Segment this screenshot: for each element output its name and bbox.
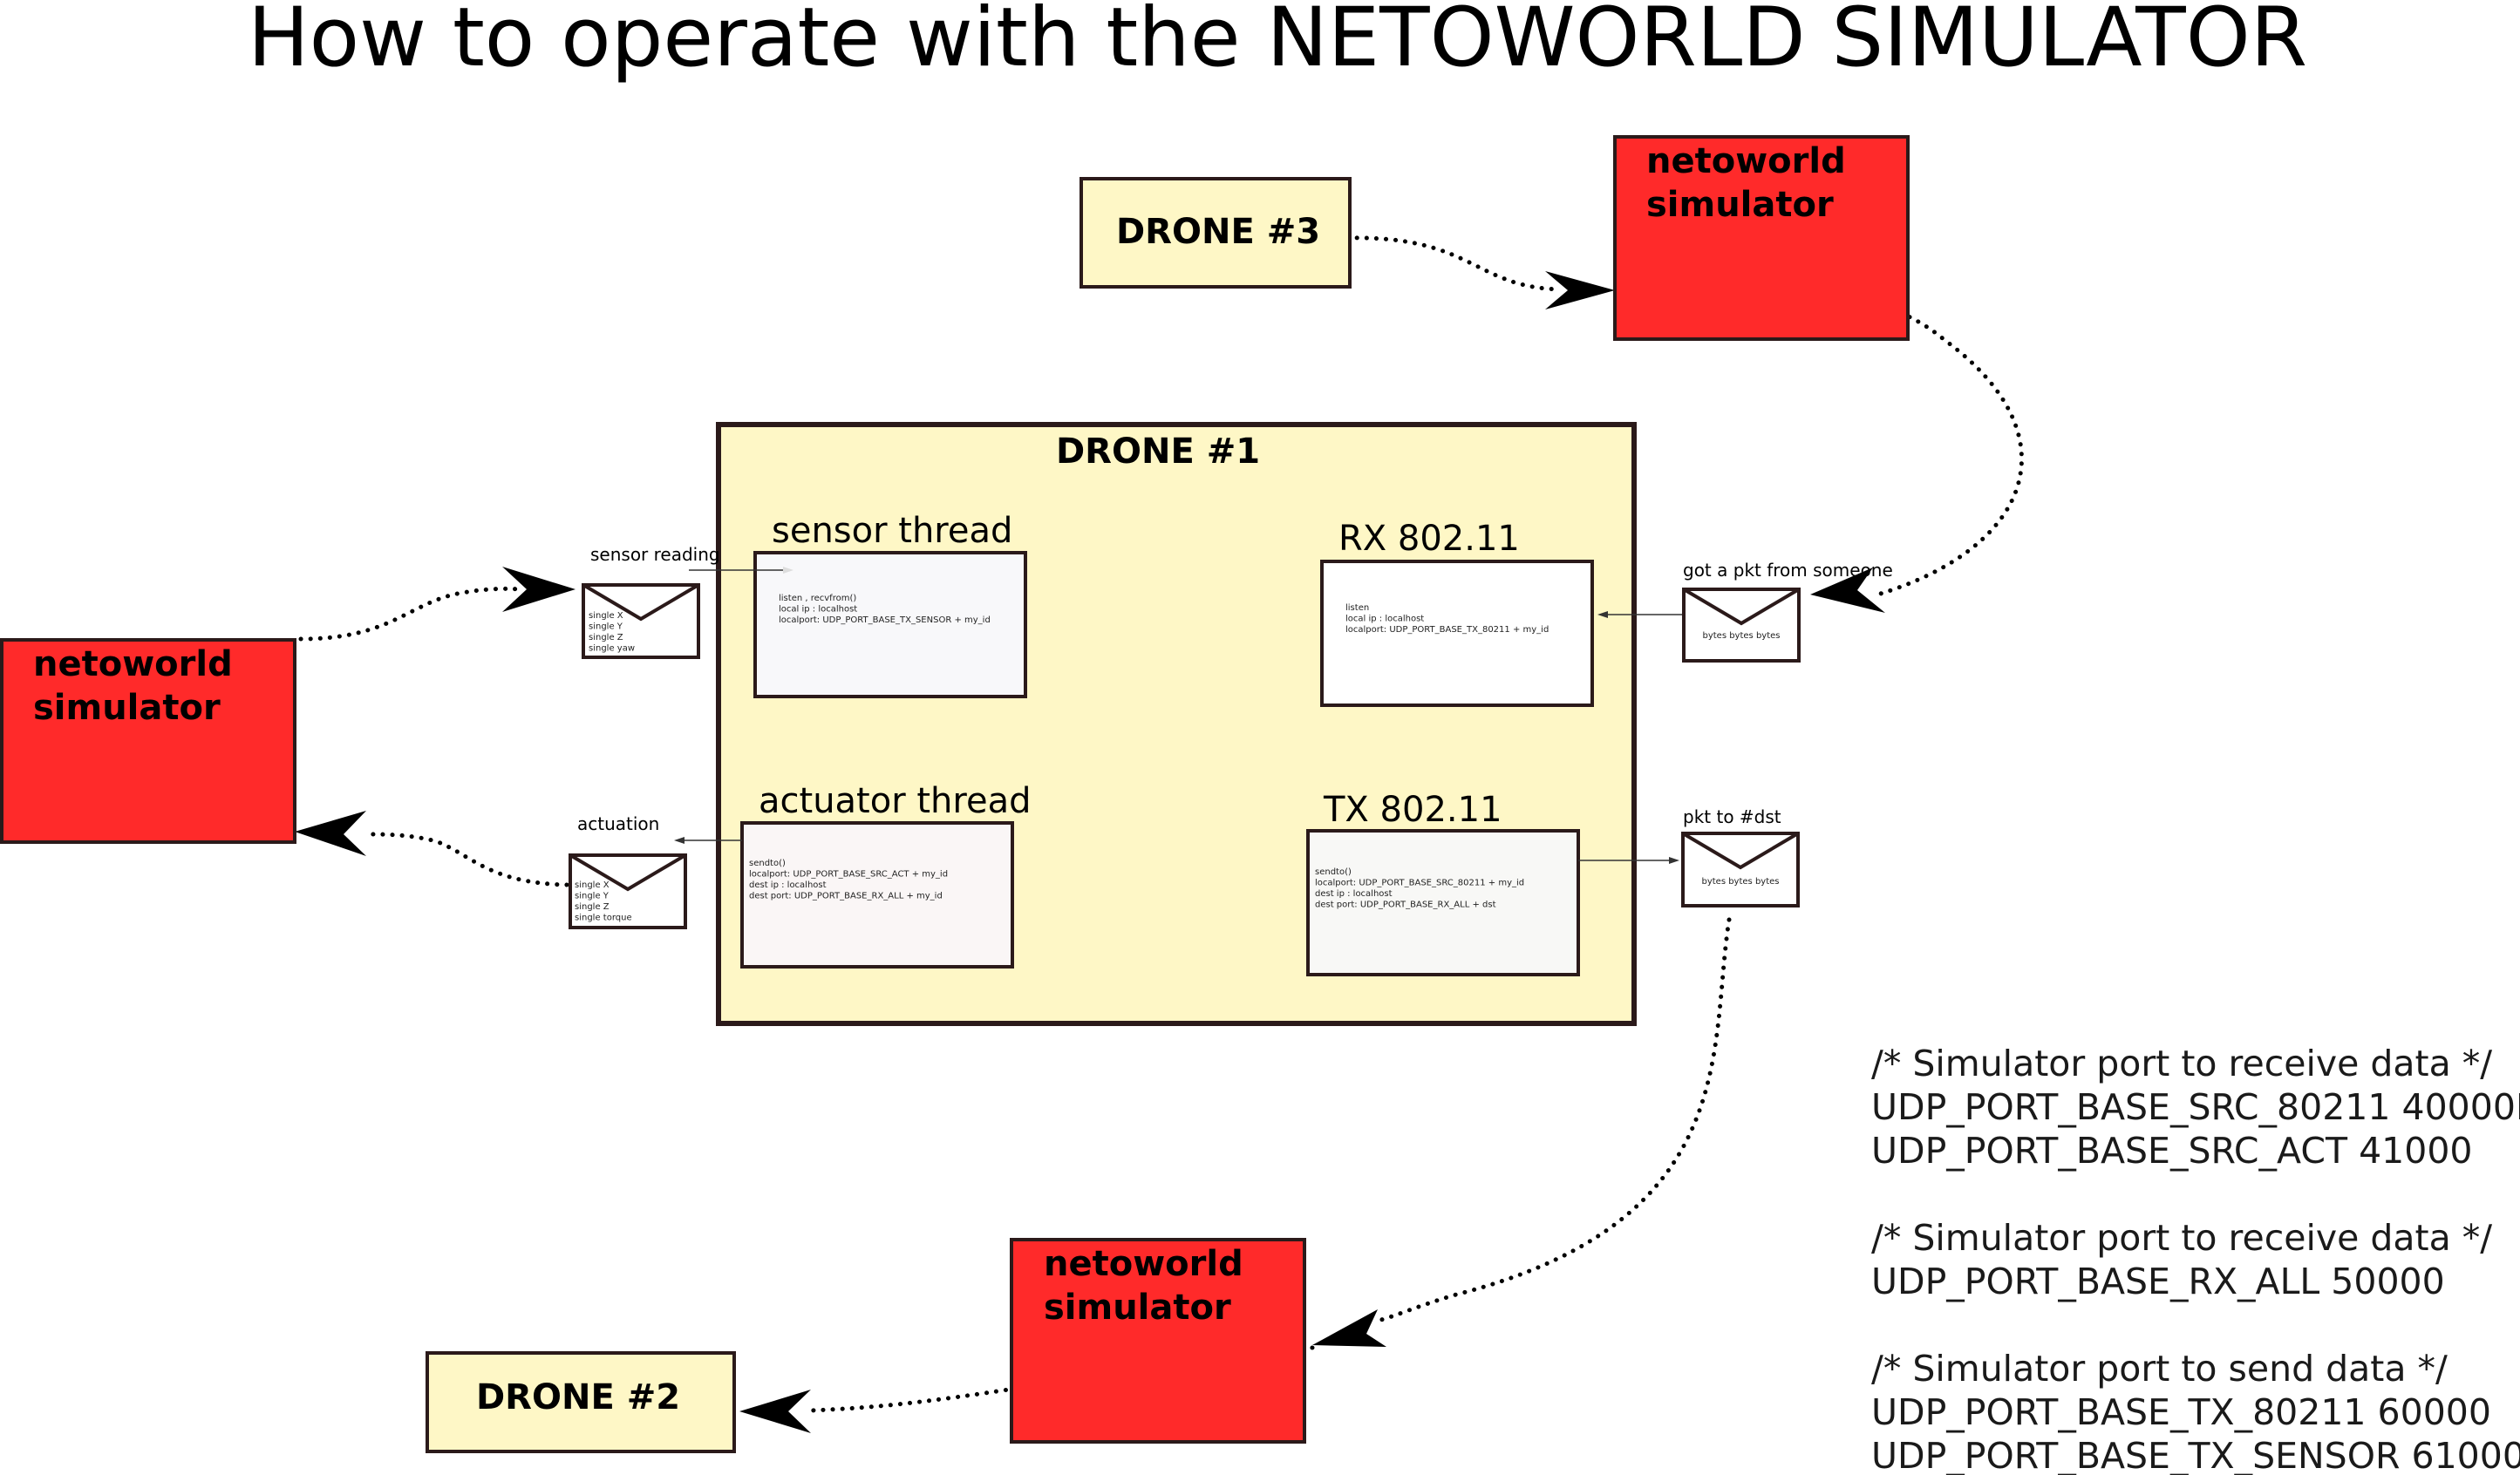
arrowhead-actuation-to-simulator [295, 811, 366, 856]
sensor-thread-title: sensor thread [772, 511, 1012, 551]
envelope-icon [1681, 832, 1800, 870]
text-line: simulator [1044, 1288, 1231, 1328]
connector-tx-arrowhead [1669, 857, 1679, 864]
actuator-thread-code: sendto() localport: UDP_PORT_BASE_SRC_ACT… [749, 859, 948, 901]
text-line: sendto() [749, 859, 786, 868]
text-line: UDP_PORT_BASE_SRC_80211 40000L [1871, 1086, 2520, 1128]
text-line: local ip : localhost [1345, 615, 1424, 624]
connector-actuator-arrowhead [674, 837, 684, 844]
text-line: netoworld [1044, 1244, 1243, 1284]
text-line: UDP_PORT_BASE_SRC_ACT 41000 [1871, 1130, 2473, 1172]
text-line: single Z [589, 633, 623, 642]
text-line: netoworld [33, 644, 233, 684]
text-line: local ip : localhost [779, 605, 857, 615]
rx-packet-envelope: got a pkt from someone bytes bytes bytes [1682, 560, 1893, 663]
text-line: simulator [1646, 185, 1834, 225]
text-line: single X [589, 611, 623, 621]
text-line: /* Simulator port to receive data */ [1871, 1217, 2492, 1259]
text-line: localport: UDP_PORT_BASE_SRC_ACT + my_id [749, 870, 948, 880]
sensor-thread: sensor thread listen , recvfrom() local i… [753, 511, 1027, 698]
text-line: netoworld [1646, 141, 1846, 181]
text-line: single torque [575, 914, 632, 923]
text-line: single yaw [589, 644, 635, 654]
arrowhead-drone3-to-simulator [1545, 271, 1615, 309]
text-line: UDP_PORT_BASE_TX_80211 60000 [1871, 1391, 2491, 1433]
drone2-label: DRONE #2 [476, 1377, 680, 1417]
tx-thread-title: TX 802.11 [1323, 790, 1502, 830]
tx-thread: TX 802.11 sendto() localport: UDP_PORT_BA… [1306, 790, 1580, 976]
text-line: single Y [575, 892, 610, 901]
flow-simulator-to-rx-envelope [1621, 282, 2024, 598]
port-definitions: /* Simulator port to receive data */UDP_… [1871, 1043, 2520, 1475]
drone2-box: DRONE #2 [426, 1351, 736, 1453]
arrowhead-simulator-to-rx-envelope [1810, 568, 1885, 613]
text-line: localport: UDP_PORT_BASE_SRC_80211 + my_… [1315, 879, 1524, 888]
text-line: single Y [589, 622, 623, 632]
text-line: simulator [33, 688, 221, 728]
drone1-label: DRONE #1 [1056, 432, 1260, 472]
rx-packet-bytes: bytes bytes bytes [1702, 631, 1780, 641]
text-line: localport: UDP_PORT_BASE_TX_SENSOR + my_… [779, 615, 991, 625]
text-line: dest port: UDP_PORT_BASE_RX_ALL + my_id [749, 892, 943, 901]
actuator-thread: actuator thread sendto() localport: UDP_P… [740, 781, 1031, 969]
arrowhead-simulator-to-drone2 [739, 1390, 811, 1433]
text-line: dest ip : localhost [1315, 889, 1393, 899]
sensor-reading-label: sensor reading [590, 544, 720, 565]
rx-packet-label: got a pkt from someone [1683, 560, 1893, 581]
tx-packet-label: pkt to #dst [1683, 806, 1781, 827]
text-line: localport: UDP_PORT_BASE_TX_80211 + my_i… [1345, 625, 1549, 635]
text-line: dest port: UDP_PORT_BASE_RX_ALL + dst [1315, 901, 1496, 910]
text-line [1871, 1173, 1883, 1215]
drone3-box: DRONE #3 [1080, 177, 1352, 289]
flow-drone3-to-simulator [1345, 235, 1563, 292]
flow-simulator-to-sensor-envelope [298, 586, 526, 642]
flow-tx-envelope-to-simulator [1375, 917, 1732, 1323]
actuator-thread-title: actuator thread [759, 781, 1031, 821]
tx-packet-bytes: bytes bytes bytes [1701, 877, 1779, 887]
text-line: listen , recvfrom() [779, 594, 856, 603]
text-line: /* Simulator port to send data */ [1871, 1348, 2448, 1390]
text-line: UDP_PORT_BASE_RX_ALL 50000 [1871, 1261, 2445, 1302]
text-line: listen [1345, 603, 1369, 613]
tx-thread-code: sendto() localport: UDP_PORT_BASE_SRC_802… [1315, 867, 1524, 910]
envelope-icon [569, 853, 687, 892]
envelope-icon [582, 583, 700, 622]
text-line: UDP_PORT_BASE_TX_SENSOR 61000 [1871, 1435, 2520, 1475]
rx-thread-title: RX 802.11 [1338, 519, 1520, 559]
arrowhead-simulator-to-sensor-envelope [502, 567, 576, 612]
text-line [1871, 1304, 1883, 1346]
text-line: sendto() [1315, 867, 1352, 877]
page-title: How to operate with the NETOWORLD SIMULA… [248, 0, 2307, 85]
actuation-label: actuation [577, 813, 659, 834]
connector-sensor-arrowhead [783, 567, 793, 574]
text-line: /* Simulator port to receive data */ [1871, 1043, 2492, 1084]
envelope-icon [1682, 588, 1801, 626]
connector-rx-arrowhead [1597, 611, 1608, 618]
text-line: single X [575, 880, 610, 890]
drone3-label: DRONE #3 [1116, 212, 1320, 252]
text-line: single Z [575, 902, 610, 912]
flow-actuation-envelope-to-simulator [364, 832, 569, 887]
text-line: dest ip : localhost [749, 880, 827, 890]
tx-packet-envelope: pkt to #dst bytes bytes bytes [1681, 806, 1800, 907]
arrowhead-tx-to-simulator [1312, 1309, 1386, 1347]
